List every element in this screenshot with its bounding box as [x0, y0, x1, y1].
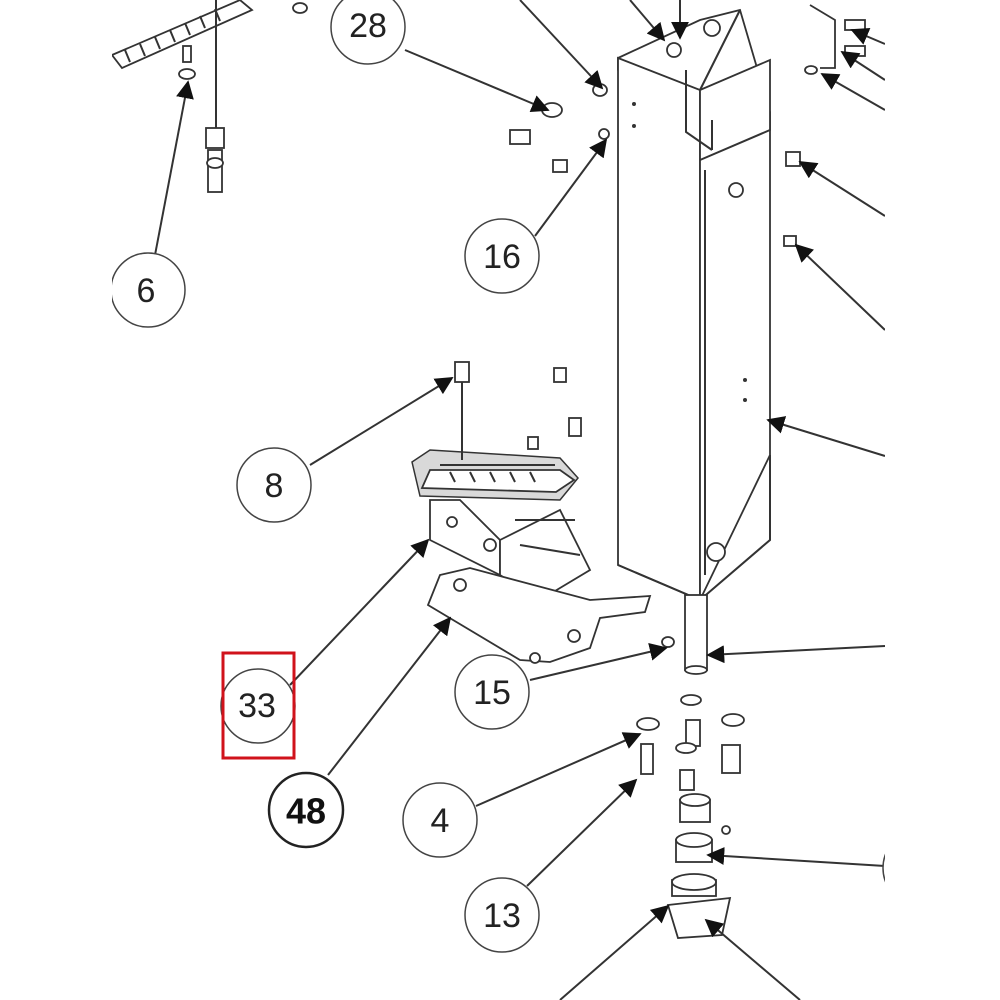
callout-6: 6 — [110, 252, 186, 328]
callout-8: 8 — [236, 447, 312, 523]
callout-label-13: 13 — [483, 897, 521, 935]
base-plate-part — [426, 567, 652, 664]
callout-label-4: 4 — [431, 802, 450, 840]
callout-label-28: 28 — [349, 7, 387, 45]
callout-16: 16 — [464, 218, 540, 294]
callout-33: 33 — [220, 668, 296, 744]
callout-label-8: 8 — [265, 467, 284, 505]
pedal-part — [411, 449, 579, 501]
pedal-bracket-part — [429, 499, 592, 602]
pedal-screws — [454, 83, 675, 648]
callout-label-48: 48 — [286, 791, 326, 832]
callout-label-15: 15 — [473, 674, 511, 712]
callout-label-16: 16 — [483, 238, 521, 276]
right-screws — [783, 4, 866, 247]
highlight-box — [221, 651, 296, 760]
callout-13: 13 — [464, 877, 540, 953]
callout-15: 15 — [454, 654, 530, 730]
callout-label-6: 6 — [137, 272, 156, 310]
leader-lines — [154, 0, 886, 1000]
shaft-part — [684, 594, 708, 675]
callout-28: 28 — [330, 0, 406, 65]
washers-and-bolts — [636, 694, 745, 791]
callout-label-33: 33 — [238, 687, 276, 725]
callout-48: 48 — [267, 771, 345, 849]
column-part — [617, 8, 771, 602]
callout-4: 4 — [402, 782, 478, 858]
hinge-part — [110, 0, 254, 70]
bearing-stack — [666, 793, 732, 939]
screw-part — [178, 2, 308, 80]
spring-pin-part — [205, 0, 225, 193]
